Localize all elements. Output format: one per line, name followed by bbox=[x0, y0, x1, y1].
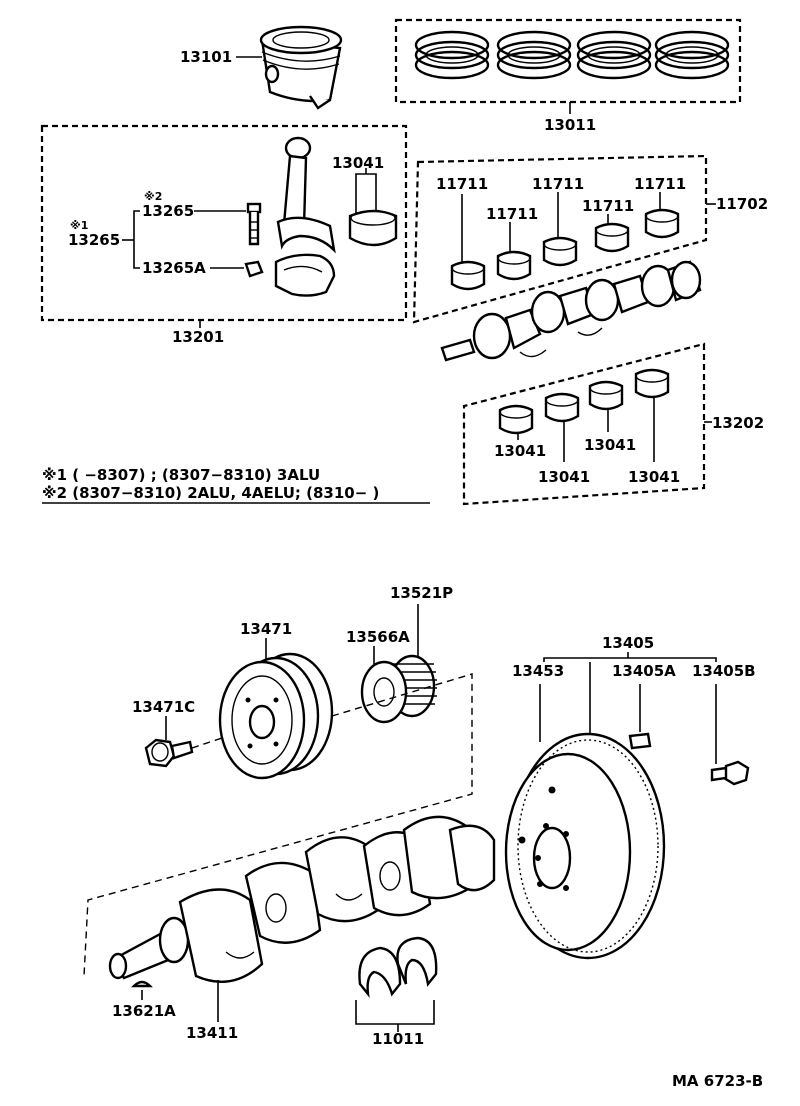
label-13471C: 13471C bbox=[132, 698, 195, 716]
label-13041-d: 13041 bbox=[628, 468, 680, 486]
label-13621A: 13621A bbox=[112, 1002, 176, 1020]
label-13471: 13471 bbox=[240, 620, 292, 638]
upper-bearing-box bbox=[412, 154, 708, 324]
note-1: ※1 ( −8307) ; (8307−8310) 3ALU bbox=[42, 466, 320, 484]
assembly-line bbox=[83, 673, 473, 977]
con-rod-bearing[interactable] bbox=[348, 209, 398, 247]
label-13201: 13201 bbox=[172, 328, 224, 346]
thrust-washers[interactable] bbox=[358, 936, 438, 998]
label-13011: 13011 bbox=[544, 116, 596, 134]
label-13041-b: 13041 bbox=[538, 468, 590, 486]
label-13411: 13411 bbox=[186, 1024, 238, 1042]
label-11011: 11011 bbox=[372, 1030, 424, 1048]
con-rod-box bbox=[40, 124, 408, 322]
lower-bearing-box bbox=[462, 342, 706, 506]
con-rod-nut[interactable] bbox=[244, 260, 264, 278]
lower-main-bearings[interactable] bbox=[498, 368, 670, 435]
label-13265-left: 13265 bbox=[68, 231, 120, 249]
label-11711-c: 11711 bbox=[532, 175, 584, 193]
label-11711-d: 11711 bbox=[582, 197, 634, 215]
label-13265A: 13265A bbox=[142, 259, 206, 277]
bracket-13265 bbox=[133, 210, 140, 269]
label-13041-a: 13041 bbox=[494, 442, 546, 460]
woodruff-key[interactable] bbox=[131, 980, 153, 988]
crankshaft-pulley[interactable] bbox=[218, 652, 334, 780]
label-11711-e: 11711 bbox=[634, 175, 686, 193]
label-13405B: 13405B bbox=[692, 662, 756, 680]
con-rod-bolt[interactable] bbox=[246, 202, 262, 246]
flywheel-bolt[interactable] bbox=[710, 760, 750, 786]
ring-set-box bbox=[394, 18, 742, 104]
label-13202: 13202 bbox=[712, 414, 764, 432]
label-11711-a: 11711 bbox=[436, 175, 488, 193]
crankshaft[interactable] bbox=[108, 815, 496, 983]
label-11702: 11702 bbox=[716, 195, 768, 213]
piston-ring-set[interactable] bbox=[414, 30, 730, 80]
piston[interactable] bbox=[259, 25, 343, 110]
label-13041-c: 13041 bbox=[584, 436, 636, 454]
upper-main-bearings[interactable] bbox=[450, 208, 680, 291]
label-13265-top: 13265 bbox=[142, 202, 194, 220]
connecting-rod[interactable] bbox=[274, 136, 336, 297]
diagram-code: MA 6723-B bbox=[672, 1072, 763, 1090]
label-13453: 13453 bbox=[512, 662, 564, 680]
note-2: ※2 (8307−8310) 2ALU, 4AELU; (8310− ) bbox=[42, 484, 379, 502]
label-13566A: 13566A bbox=[346, 628, 410, 646]
crank-timing-gear[interactable] bbox=[360, 654, 437, 724]
label-13041-rod: 13041 bbox=[332, 154, 384, 172]
label-13405A: 13405A bbox=[612, 662, 676, 680]
flywheel-pin[interactable] bbox=[628, 732, 652, 750]
leader-13041-rod bbox=[355, 173, 377, 182]
label-13101: 13101 bbox=[180, 48, 232, 66]
pulley-bolt[interactable] bbox=[144, 738, 194, 768]
label-11711-b: 11711 bbox=[486, 205, 538, 223]
note-mark-2: ※2 bbox=[144, 190, 162, 203]
label-13405: 13405 bbox=[602, 634, 654, 652]
note-mark-1: ※1 bbox=[70, 219, 88, 232]
upper-crankshaft[interactable] bbox=[440, 260, 702, 362]
flywheel[interactable] bbox=[504, 732, 666, 960]
label-13521P: 13521P bbox=[390, 584, 453, 602]
